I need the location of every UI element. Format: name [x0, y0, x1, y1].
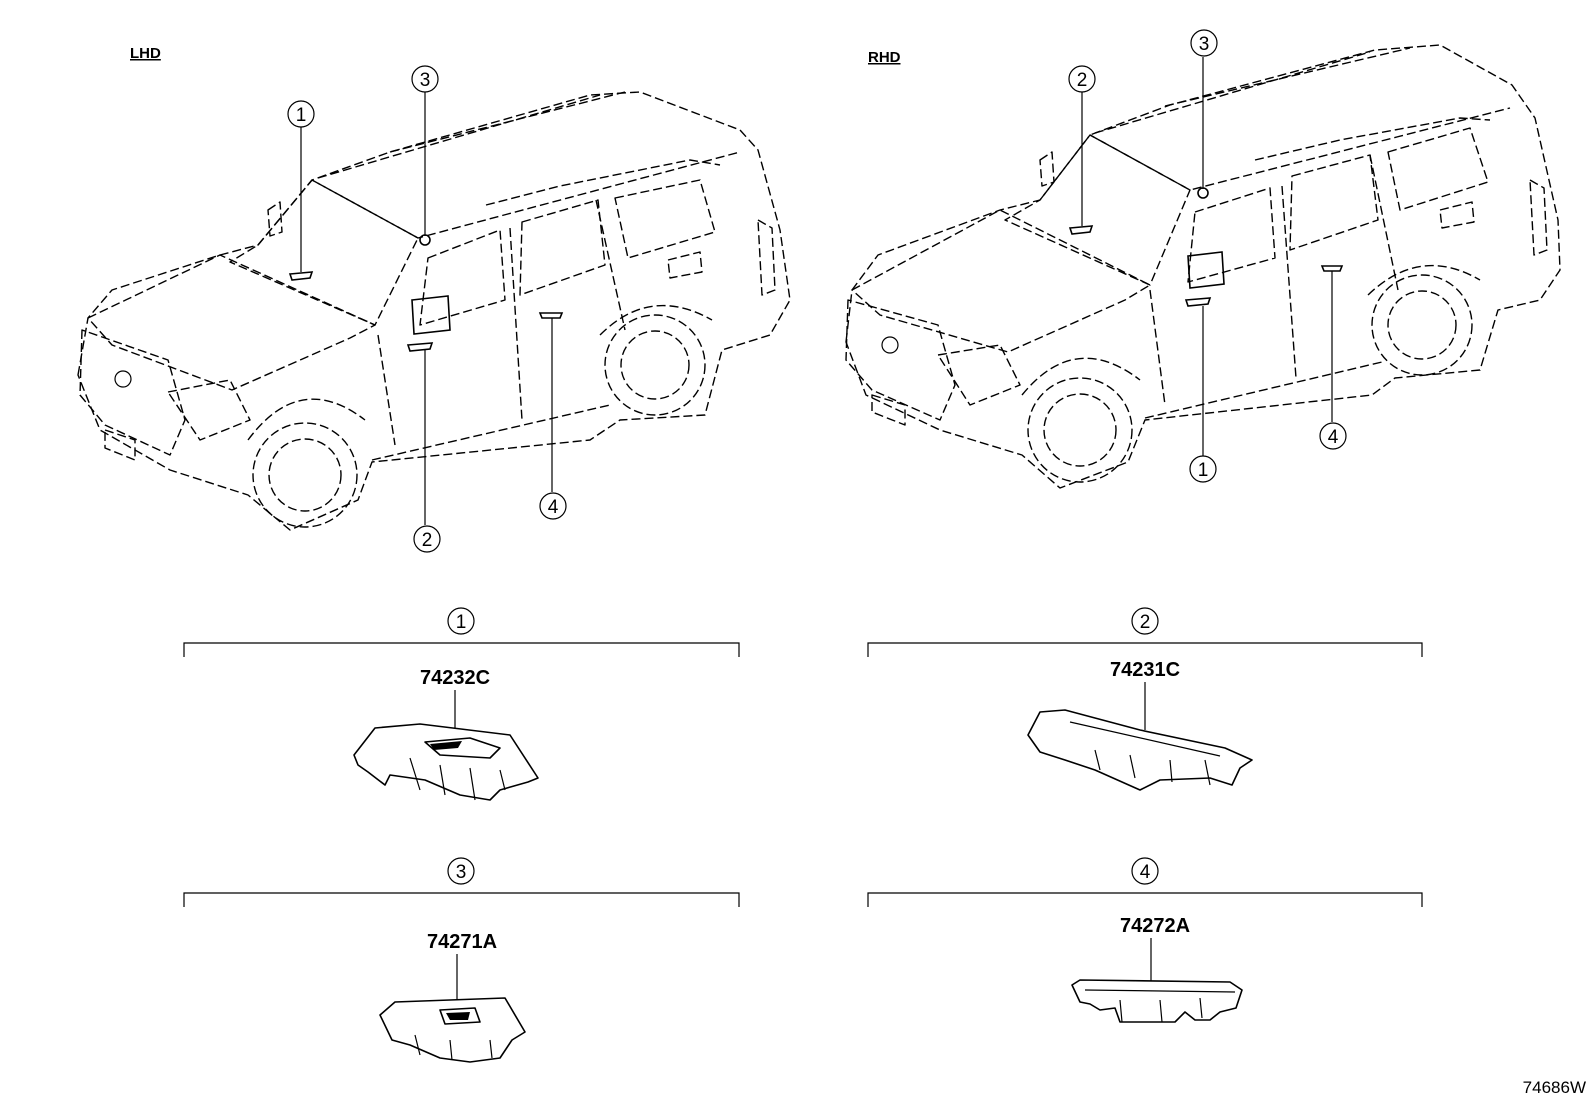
part-panel-4: 4 74272A [867, 857, 1423, 1023]
callout-number: 3 [420, 70, 431, 91]
panel-callout-number: 2 [1140, 612, 1151, 633]
panel-bracket [867, 892, 1423, 907]
switch-part-illustration [353, 723, 539, 801]
panel-bracket [183, 892, 740, 907]
callout-number: 1 [1198, 460, 1209, 481]
callout-2: 2 [1068, 65, 1096, 93]
panel-bracket [867, 642, 1423, 657]
callout-number: 3 [1199, 34, 1210, 55]
part-number-74272A: 74272A [1120, 915, 1190, 937]
callout-3: 3 [411, 65, 439, 93]
rhd-vehicle-illustration [845, 44, 1561, 489]
panel-bracket [183, 642, 740, 657]
part-panel-2: 2 74231C [867, 607, 1423, 791]
panel-callout-number: 3 [456, 862, 467, 883]
part-panel-1: 1 74232C [183, 607, 740, 801]
callout-2: 2 [413, 525, 441, 553]
diagram-reference-code: 74686W [1523, 1078, 1586, 1097]
callout-number: 4 [548, 497, 559, 518]
part-number-74231C: 74231C [1110, 659, 1180, 681]
switch-part-illustration [379, 997, 526, 1063]
panel-callout-number: 4 [1140, 862, 1151, 883]
callout-4: 4 [539, 492, 567, 520]
callout-1: 1 [287, 100, 315, 128]
lhd-vehicle-illustration [77, 91, 791, 531]
lhd-label: LHD [130, 45, 161, 62]
part-number-74232C: 74232C [420, 667, 490, 689]
part-panel-3: 3 74271A [183, 857, 740, 1063]
callout-1: 1 [1189, 455, 1217, 483]
switch-part-illustration [1027, 709, 1253, 791]
rhd-label: RHD [868, 49, 901, 66]
panel-callout-number: 1 [456, 612, 467, 633]
switch-part-illustration [1071, 979, 1243, 1023]
callout-number: 1 [296, 105, 307, 126]
callout-3: 3 [1190, 29, 1218, 57]
callout-number: 2 [422, 530, 433, 551]
callout-number: 4 [1328, 427, 1339, 448]
part-number-74271A: 74271A [427, 931, 497, 953]
callout-4: 4 [1319, 422, 1347, 450]
callout-number: 2 [1077, 70, 1088, 91]
